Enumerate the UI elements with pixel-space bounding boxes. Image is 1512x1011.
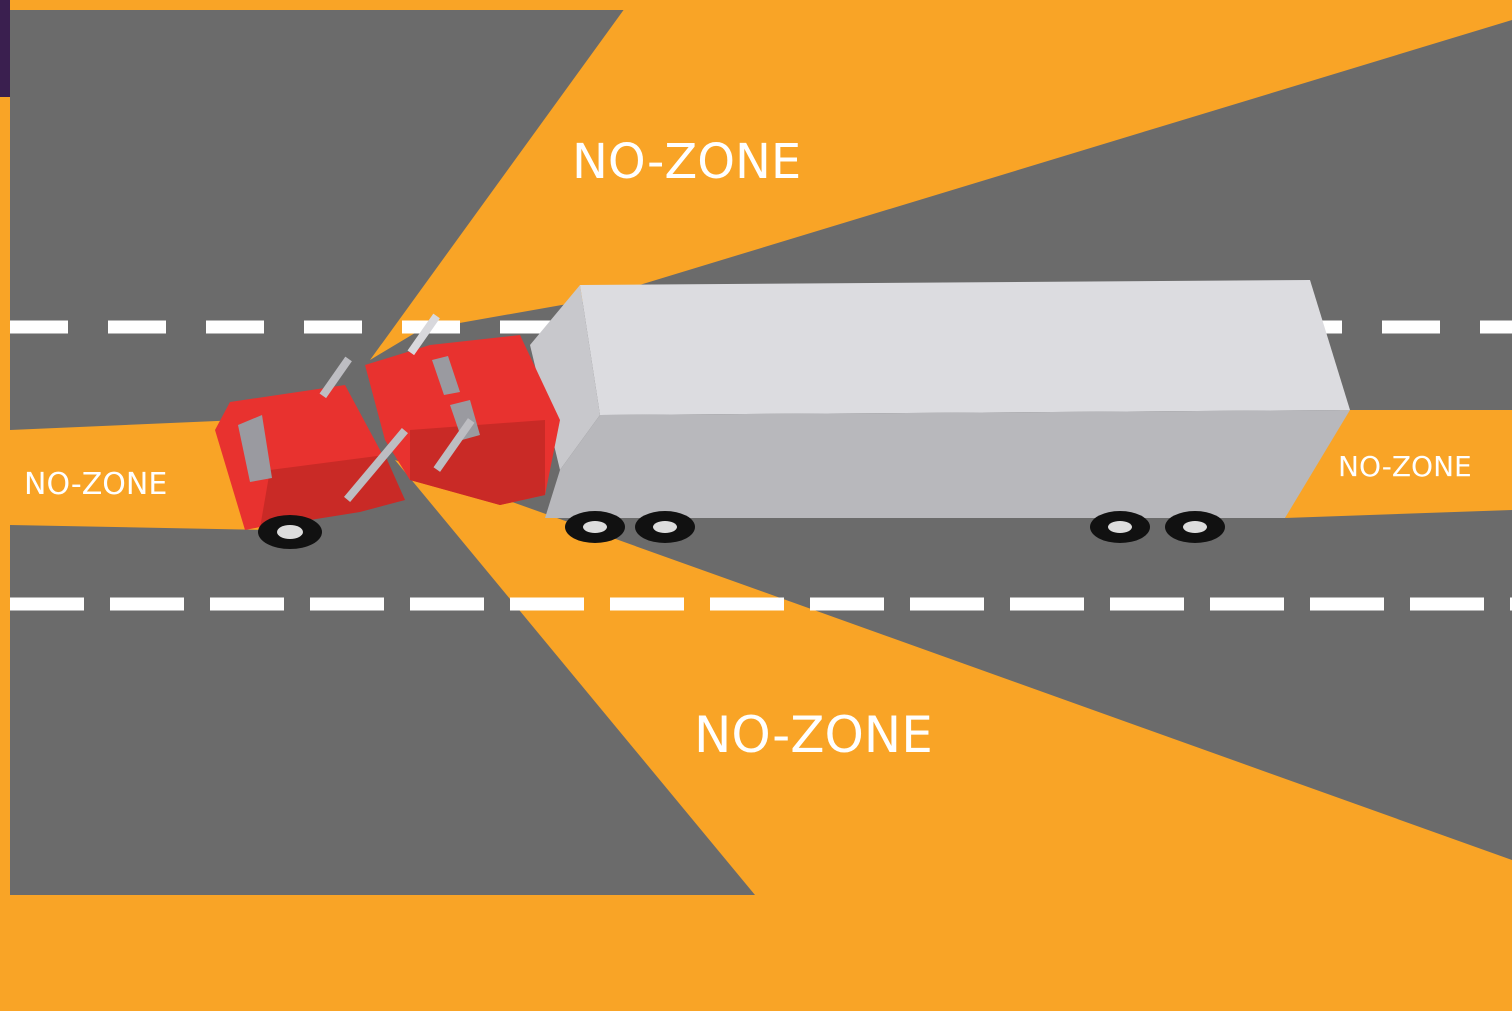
wheel-hub — [653, 521, 677, 533]
trailer-side — [545, 410, 1350, 518]
wheel-hub — [1183, 521, 1207, 533]
bottom-no-zone-label: NO-ZONE — [694, 706, 933, 764]
corner-accent — [0, 0, 10, 97]
trailer — [530, 280, 1350, 543]
left-edge-band — [0, 0, 10, 1011]
trailer-top — [580, 280, 1350, 415]
wheel-hub — [1108, 521, 1132, 533]
front-no-zone-label: NO-ZONE — [24, 467, 167, 502]
wheel-hub — [583, 521, 607, 533]
cab-wheel-hub — [277, 525, 303, 539]
top-no-zone-label: NO-ZONE — [572, 134, 801, 190]
rear-no-zone-label: NO-ZONE — [1338, 450, 1472, 483]
